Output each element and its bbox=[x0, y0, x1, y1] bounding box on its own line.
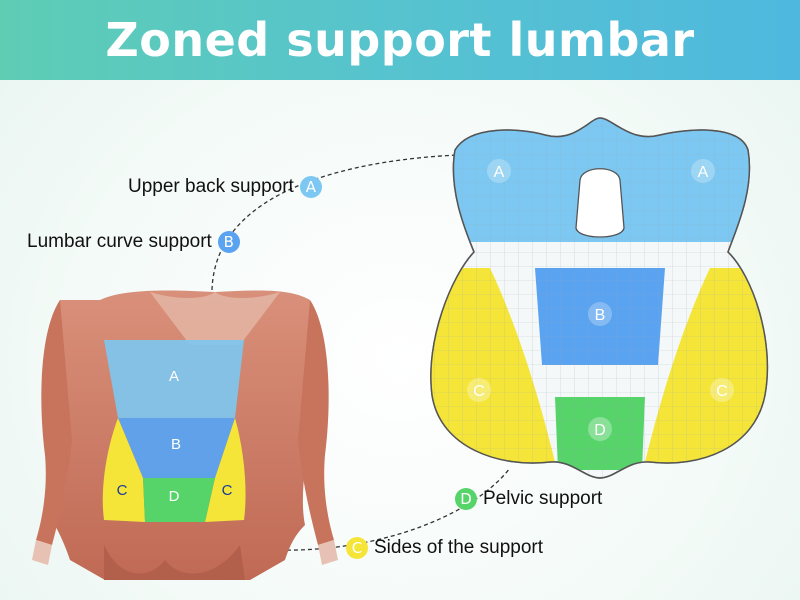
body-zone-a bbox=[104, 340, 244, 418]
body-zone-b-label: B bbox=[171, 436, 181, 453]
zone-d-badge: D bbox=[455, 488, 477, 510]
callout-lumbar-curve: Lumbar curve support B bbox=[27, 231, 240, 253]
cushion-center-hole bbox=[575, 168, 625, 238]
connector-lower bbox=[244, 467, 511, 551]
body-zone-d-label: D bbox=[169, 488, 180, 505]
cushion-zone-b-label: B bbox=[595, 307, 606, 324]
body-zone-a-label: A bbox=[169, 368, 179, 385]
cushion-zone-a-left-label: A bbox=[494, 164, 505, 181]
zone-a-badge: A bbox=[299, 176, 322, 198]
cushion-outline-stroke bbox=[430, 117, 769, 479]
body-zone-b bbox=[118, 418, 235, 478]
callout-sides: Sides of the support C bbox=[346, 537, 543, 559]
cushion-zone-d-label: D bbox=[594, 422, 606, 439]
callout-pelvic-text: Pelvic support bbox=[483, 488, 603, 509]
page-title: Zoned support lumbar bbox=[105, 13, 695, 67]
zone-b-badge: B bbox=[217, 231, 240, 253]
human-back-figure: A B C D C bbox=[32, 290, 338, 580]
callout-lumbar-curve-text: Lumbar curve support bbox=[27, 231, 212, 252]
callout-upper-back: Upper back support A bbox=[128, 176, 322, 198]
body-zone-c-right bbox=[205, 418, 246, 522]
body-zone-c-right-label: C bbox=[222, 482, 233, 499]
callout-pelvic: Pelvic support D bbox=[455, 488, 602, 510]
zone-c-badge: C bbox=[346, 537, 368, 559]
callout-upper-back-text: Upper back support bbox=[128, 176, 294, 197]
body-zone-c-left-label: C bbox=[117, 482, 128, 499]
title-banner: Zoned support lumbar bbox=[0, 0, 800, 80]
cushion-diagram: A A B C C D bbox=[430, 117, 769, 479]
connector-upper bbox=[211, 154, 459, 291]
body-zone-d bbox=[143, 478, 215, 522]
body-zone-c-left bbox=[102, 418, 145, 522]
callout-sides-text: Sides of the support bbox=[374, 537, 543, 558]
cushion-zone-c-right-label: C bbox=[716, 383, 728, 400]
cushion-zone-c-left-label: C bbox=[473, 383, 485, 400]
cushion-zone-a-right-label: A bbox=[698, 164, 709, 181]
